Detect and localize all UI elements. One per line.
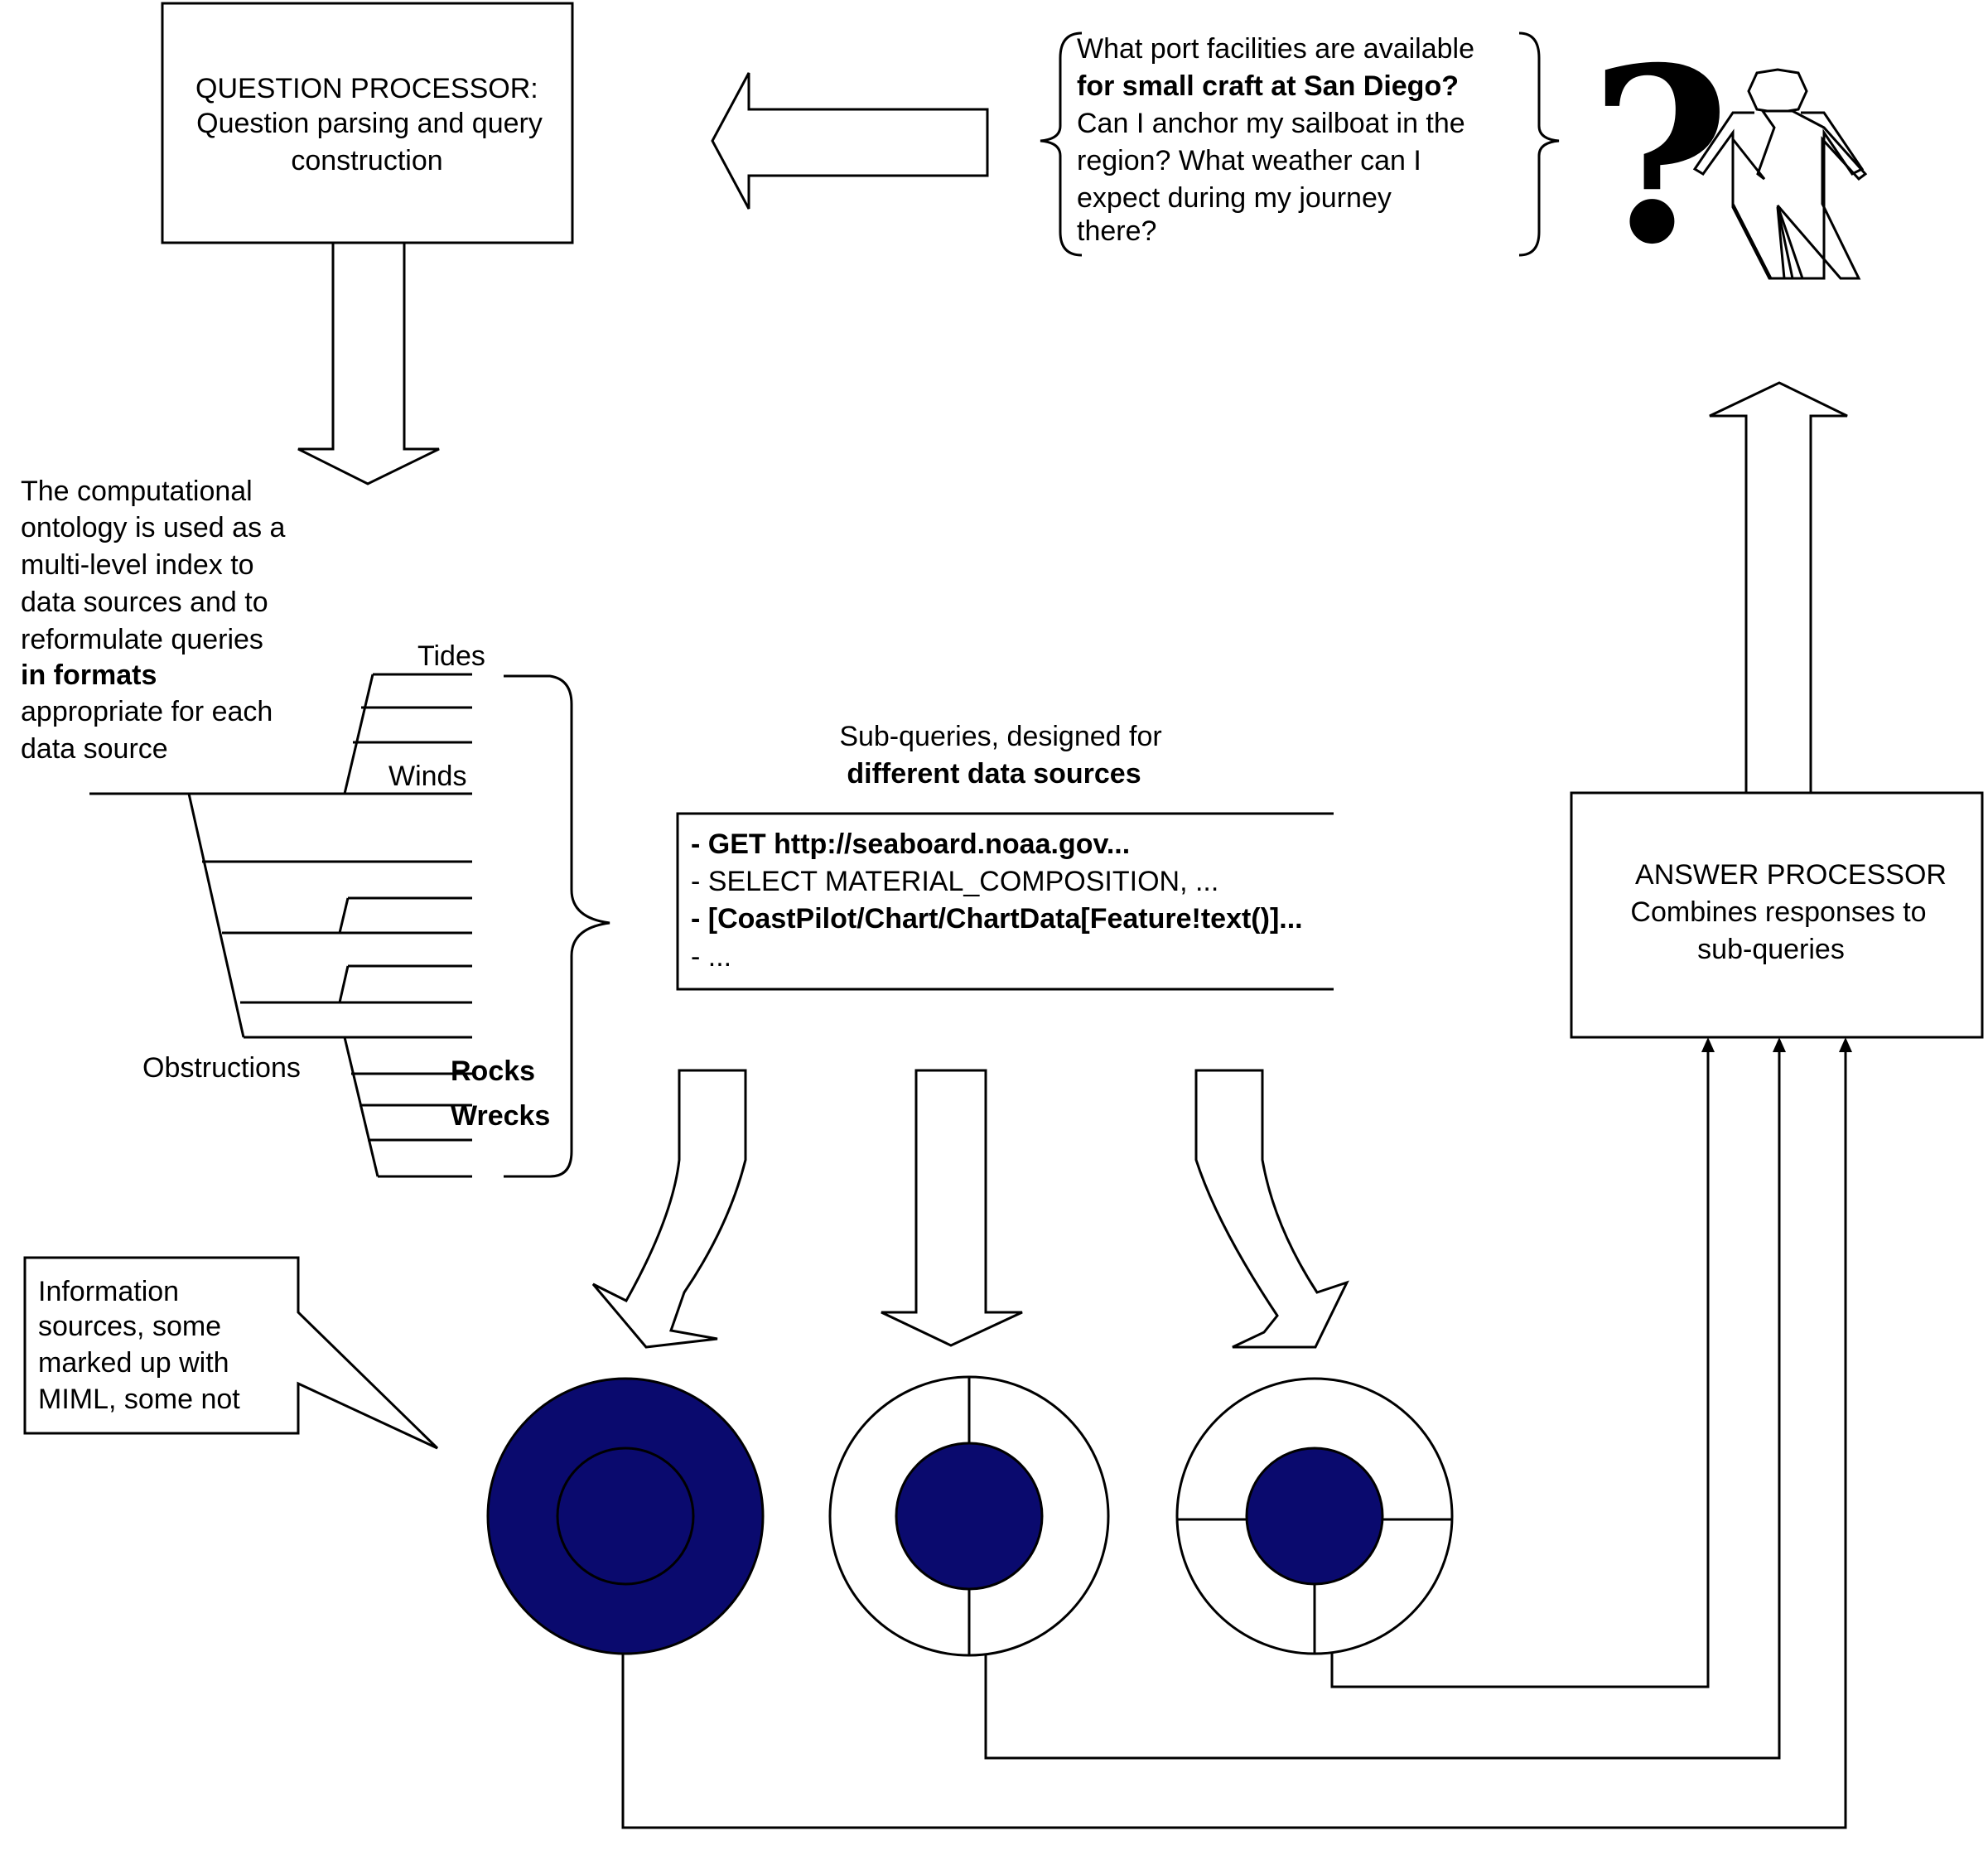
answer-processor-title: ANSWER PROCESSOR: [1635, 859, 1947, 891]
tree-label-obstructions: Obstructions: [142, 1052, 301, 1084]
response-connectors: [621, 1037, 1852, 1829]
subqueries: Sub-queries, designed for different data…: [676, 721, 1334, 991]
subquery-item-3: - [CoastPilot/Chart/ChartData[Feature!te…: [691, 903, 1303, 935]
question-line1: What port facilities are available: [1077, 33, 1474, 65]
arrow-to-source-3: [1194, 1069, 1349, 1349]
subquery-item-2: - SELECT MATERIAL_COMPOSITION, ...: [691, 866, 1218, 897]
question-right-brace: [1518, 31, 1560, 257]
tree-label-tides: Tides: [417, 640, 485, 672]
callout-line3: marked up with: [38, 1347, 229, 1379]
answer-processor-line1: Combines responses to: [1630, 896, 1926, 928]
callout-line1: Information: [38, 1276, 179, 1307]
question-line3: Can I anchor my sailboat in the: [1077, 108, 1465, 139]
ontology-line3: multi-level index to: [21, 549, 254, 581]
tree-label-wrecks: Wrecks: [451, 1100, 550, 1132]
ontology-line6: in formats: [21, 659, 157, 691]
arrow-down-from-question-processor: [297, 241, 440, 485]
subqueries-caption1: Sub-queries, designed for: [839, 721, 1161, 752]
data-source-2: [828, 1375, 1110, 1657]
ontology-line1: The computational: [21, 476, 253, 507]
arrow-to-source-1: [591, 1069, 747, 1349]
ontology-note: The computational ontology is used as a …: [21, 476, 286, 765]
callout-line4: MIML, some not: [38, 1384, 240, 1415]
connector-arrowhead-1: [1701, 1037, 1715, 1052]
ontology-line2: ontology is used as a: [21, 512, 286, 543]
arrow-up-to-user: [1709, 381, 1848, 795]
question-processor-title: QUESTION PROCESSOR:: [195, 73, 538, 104]
ontology-line4: data sources and to: [21, 587, 268, 618]
question-line2: for small craft at San Diego?: [1077, 70, 1459, 102]
data-source-1: [486, 1377, 765, 1655]
connector-arrowhead-2: [1773, 1037, 1786, 1052]
question-processor-box: QUESTION PROCESSOR: Question parsing and…: [161, 2, 574, 244]
subqueries-caption2: different data sources: [847, 758, 1141, 790]
subqueries-frame: [676, 812, 1334, 991]
arrow-to-source-2: [881, 1069, 1023, 1347]
answer-processor-box: ANSWER PROCESSOR Combines responses to s…: [1570, 791, 1984, 1039]
data-source-3: [1175, 1377, 1454, 1655]
connector-arrowhead-3: [1839, 1037, 1852, 1052]
question-line4: region? What weather can I: [1077, 145, 1421, 176]
callout-line2: sources, some: [38, 1311, 221, 1342]
question-processor-line2: construction: [291, 145, 442, 176]
user-question: What port facilities are available for s…: [1040, 31, 1560, 257]
info-callout: Information sources, some marked up with…: [23, 1256, 439, 1450]
arrow-to-question-processor: [711, 72, 989, 210]
person-icon: [1692, 68, 1868, 280]
ontology-line7: appropriate for each: [21, 696, 273, 727]
ontology-tree: Tides Winds Obstructions Rocks Wrecks: [89, 640, 550, 1178]
tree-label-winds: Winds: [388, 761, 466, 792]
ontology-line8: data source: [21, 733, 168, 765]
tree-label-rocks: Rocks: [451, 1055, 535, 1087]
tree-right-brace: [504, 674, 610, 1178]
question-mark-icon: ?: [1590, 16, 1730, 297]
question-left-brace: [1040, 31, 1083, 257]
question-line5: expect during my journey: [1077, 182, 1392, 214]
ontology-line5: reformulate queries: [21, 624, 263, 655]
question-line6: there?: [1077, 215, 1156, 247]
answer-processor-line2: sub-queries: [1697, 934, 1845, 965]
question-processor-line1: Question parsing and query: [196, 108, 543, 139]
subquery-item-4: - ...: [691, 941, 731, 973]
subquery-item-1: - GET http://seaboard.noaa.gov...: [691, 828, 1130, 860]
